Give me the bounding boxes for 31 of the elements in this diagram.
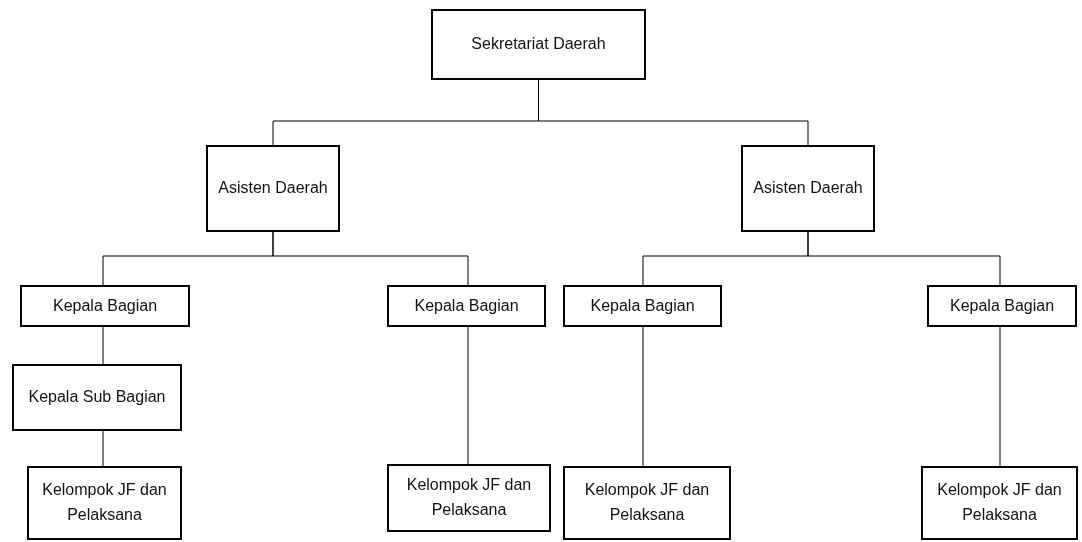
connector-line [467, 326, 469, 465]
org-box [921, 466, 1078, 540]
org-box [387, 285, 546, 327]
connector-line [642, 326, 644, 467]
org-box [741, 145, 875, 232]
connector-line [807, 231, 1001, 286]
box-label: Kepala Bagian [52, 295, 158, 316]
box-label: Kelompok JF dan Pelaksana [583, 480, 711, 525]
box-label: Kelompok JF dan Pelaksana [936, 480, 1063, 525]
box-label: Kelompok JF dan Pelaksana [41, 480, 168, 525]
org-box [27, 466, 182, 540]
connector-line [102, 326, 104, 365]
org-box [12, 364, 182, 431]
org-box [563, 466, 731, 540]
box-label: Kelompok JF dan Pelaksana [405, 475, 533, 520]
connector-line [999, 326, 1001, 467]
org-box [20, 285, 190, 327]
box-label: Kepala Bagian [949, 295, 1055, 316]
org-box [563, 285, 722, 327]
box-label: Kepala Bagian [590, 295, 695, 316]
org-box [206, 145, 340, 232]
connector-line [272, 231, 469, 286]
box-label: Sekretariat Daerah [471, 34, 606, 55]
box-label: Kepala Bagian [414, 295, 519, 316]
connector-line [102, 430, 104, 467]
box-label: Asisten Daerah [753, 178, 863, 199]
org-box [431, 9, 646, 80]
box-label: Asisten Daerah [218, 178, 328, 199]
org-box [387, 464, 551, 532]
org-box [927, 285, 1077, 327]
box-label: Kepala Sub Bagian [28, 387, 166, 408]
